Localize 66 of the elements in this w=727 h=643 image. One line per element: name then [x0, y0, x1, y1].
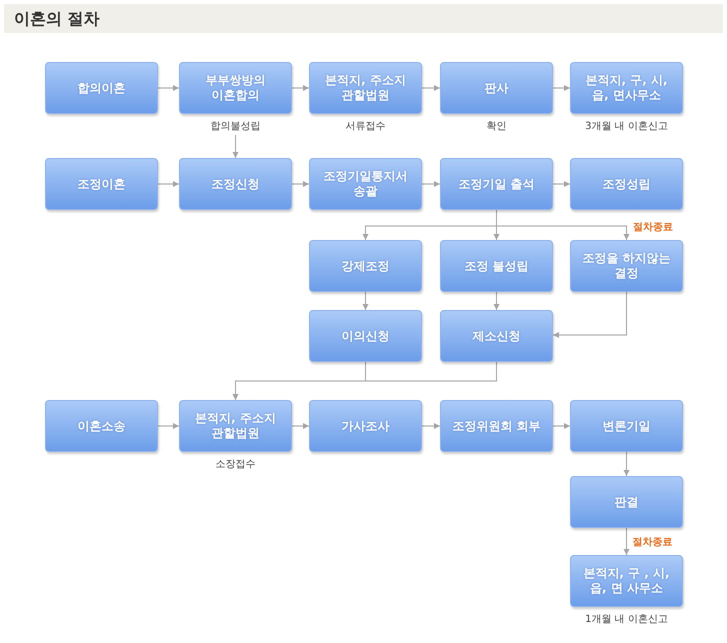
step-label: 조정기일통지서 송괄 — [322, 169, 408, 199]
arrow — [422, 181, 440, 187]
step-note: 서류접수 — [346, 121, 386, 133]
step-label: 조정이혼 — [76, 176, 126, 192]
step-label: 판사 — [484, 80, 510, 96]
process-box — [45, 158, 158, 210]
arrow — [158, 85, 180, 91]
arrow — [496, 210, 630, 240]
arrow — [158, 181, 180, 187]
arrow — [552, 423, 570, 429]
step-note: 1개월 내 이혼신고 — [585, 614, 668, 626]
arrow — [422, 423, 440, 429]
step-note: 확인 — [486, 121, 506, 133]
arrow — [552, 292, 627, 338]
arrow — [158, 423, 180, 429]
process-box — [570, 240, 683, 292]
process-box — [45, 400, 158, 452]
step-label: 가사조사 — [340, 418, 390, 434]
process-box — [570, 400, 683, 452]
arrow — [624, 528, 630, 556]
step-note: 합의불성립 — [210, 121, 260, 133]
step-label: 제소신청 — [472, 328, 522, 344]
process-box — [570, 476, 683, 528]
arrow — [292, 85, 310, 91]
step-label: 조정기일 출석 — [457, 176, 536, 192]
process-box — [309, 158, 422, 210]
process-box — [45, 62, 158, 114]
arrow — [624, 452, 630, 476]
step-label: 강제조정 — [340, 258, 390, 274]
process-box — [440, 240, 553, 292]
process-box — [309, 310, 422, 362]
arrow — [232, 362, 497, 400]
arrow — [292, 423, 310, 429]
arrow — [362, 292, 368, 310]
step-label: 이의신청 — [340, 328, 390, 344]
step-label: 본적지, 구, 시, 읍, 면사무소 — [584, 73, 669, 103]
edge-label: 절차종료 — [632, 536, 674, 548]
step-label: 조정위원회 회부 — [451, 418, 542, 434]
step-label: 부부쌍방의 이혼합의 — [204, 73, 266, 103]
process-box — [309, 400, 422, 452]
arrow — [494, 292, 500, 310]
page-title: 이혼의 절차 — [14, 9, 100, 28]
step-label: 본적지, 주소지 관할법원 — [324, 73, 407, 103]
process-box — [440, 158, 553, 210]
step-label: 조정성립 — [602, 176, 652, 192]
process-box — [179, 158, 292, 210]
step-label: 변론기일 — [602, 418, 652, 434]
process-box — [440, 310, 553, 362]
arrow — [292, 181, 310, 187]
arrow — [232, 134, 238, 158]
step-label: 판결 — [614, 494, 640, 510]
step-label: 조정을 하지않는 결정 — [581, 251, 672, 281]
step-label: 이혼소송 — [76, 418, 126, 434]
step-label: 조정신청 — [210, 176, 260, 192]
arrow — [422, 85, 440, 91]
step-label: 본적지, 구 , 시, 읍, 면 사무소 — [582, 566, 671, 596]
arrow — [552, 85, 570, 91]
status-note: 절차종료 — [633, 222, 673, 234]
arrow — [552, 181, 570, 187]
step-note: 3개월 내 이혼신고 — [585, 121, 668, 133]
step-note: 소장접수 — [216, 459, 256, 471]
step-label: 본적지, 주소지 관할법원 — [194, 411, 277, 441]
step-label: 조정 불성립 — [463, 258, 530, 274]
process-box — [309, 240, 422, 292]
process-box — [440, 400, 553, 452]
step-label: 합의이혼 — [76, 80, 126, 96]
